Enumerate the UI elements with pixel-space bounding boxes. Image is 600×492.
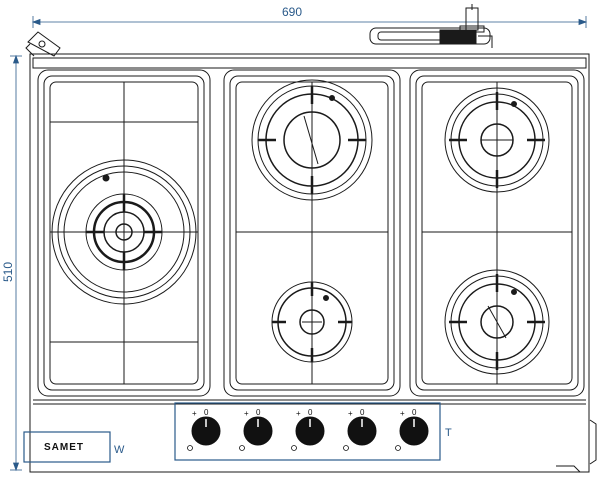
control-panel-box	[174, 402, 441, 461]
knob-plus-symbol: +	[244, 409, 249, 418]
knob-body[interactable]	[191, 416, 221, 446]
height-dimension-label: 510	[1, 262, 15, 282]
burner-rear-middle	[251, 79, 373, 201]
width-dimension-label: 690	[282, 5, 302, 19]
knob-off-symbol: 0	[308, 408, 313, 417]
knob-off-symbol: 0	[360, 408, 365, 417]
knob-body[interactable]	[347, 416, 377, 446]
logo-box-tag: W	[114, 444, 125, 456]
control-knob[interactable]: +0	[187, 408, 221, 451]
burner-position-icon	[343, 445, 349, 451]
brand-logo: SAMET	[44, 442, 84, 453]
pan-support-right	[409, 69, 585, 397]
burner-front-right	[444, 269, 550, 375]
knob-body[interactable]	[295, 416, 325, 446]
knob-plus-symbol: +	[348, 409, 353, 418]
burner-position-icon	[291, 445, 297, 451]
control-knob[interactable]: +0	[343, 408, 377, 451]
width-dimension	[31, 16, 588, 28]
pan-support-left	[37, 69, 211, 397]
control-knob[interactable]: +0	[291, 408, 325, 451]
logo-box	[23, 431, 111, 463]
mounting-clip-right	[556, 419, 597, 473]
knob-row: +0+0+0+0+0	[187, 408, 429, 451]
burner-position-icon	[187, 445, 193, 451]
knob-plus-symbol: +	[296, 409, 301, 418]
worktop-frame	[29, 53, 590, 473]
pan-support-middle	[223, 69, 401, 397]
control-strip	[33, 399, 586, 405]
knob-plus-symbol: +	[192, 409, 197, 418]
wok-burner	[51, 159, 197, 305]
burner-position-icon	[395, 445, 401, 451]
knob-plus-symbol: +	[400, 409, 405, 418]
knob-body[interactable]	[243, 416, 273, 446]
knob-off-symbol: 0	[412, 408, 417, 417]
knob-body[interactable]	[399, 416, 429, 446]
height-dimension	[10, 54, 22, 472]
knob-off-symbol: 0	[256, 408, 261, 417]
burner-rear-right	[444, 87, 550, 193]
knob-off-symbol: 0	[204, 408, 209, 417]
control-knob[interactable]: +0	[239, 408, 273, 451]
gas-connector	[369, 4, 493, 48]
control-panel-tag: T	[445, 427, 452, 439]
control-knob[interactable]: +0	[395, 408, 429, 451]
burner-front-middle	[271, 281, 353, 363]
burner-position-icon	[239, 445, 245, 451]
mounting-clip-left	[25, 31, 61, 57]
